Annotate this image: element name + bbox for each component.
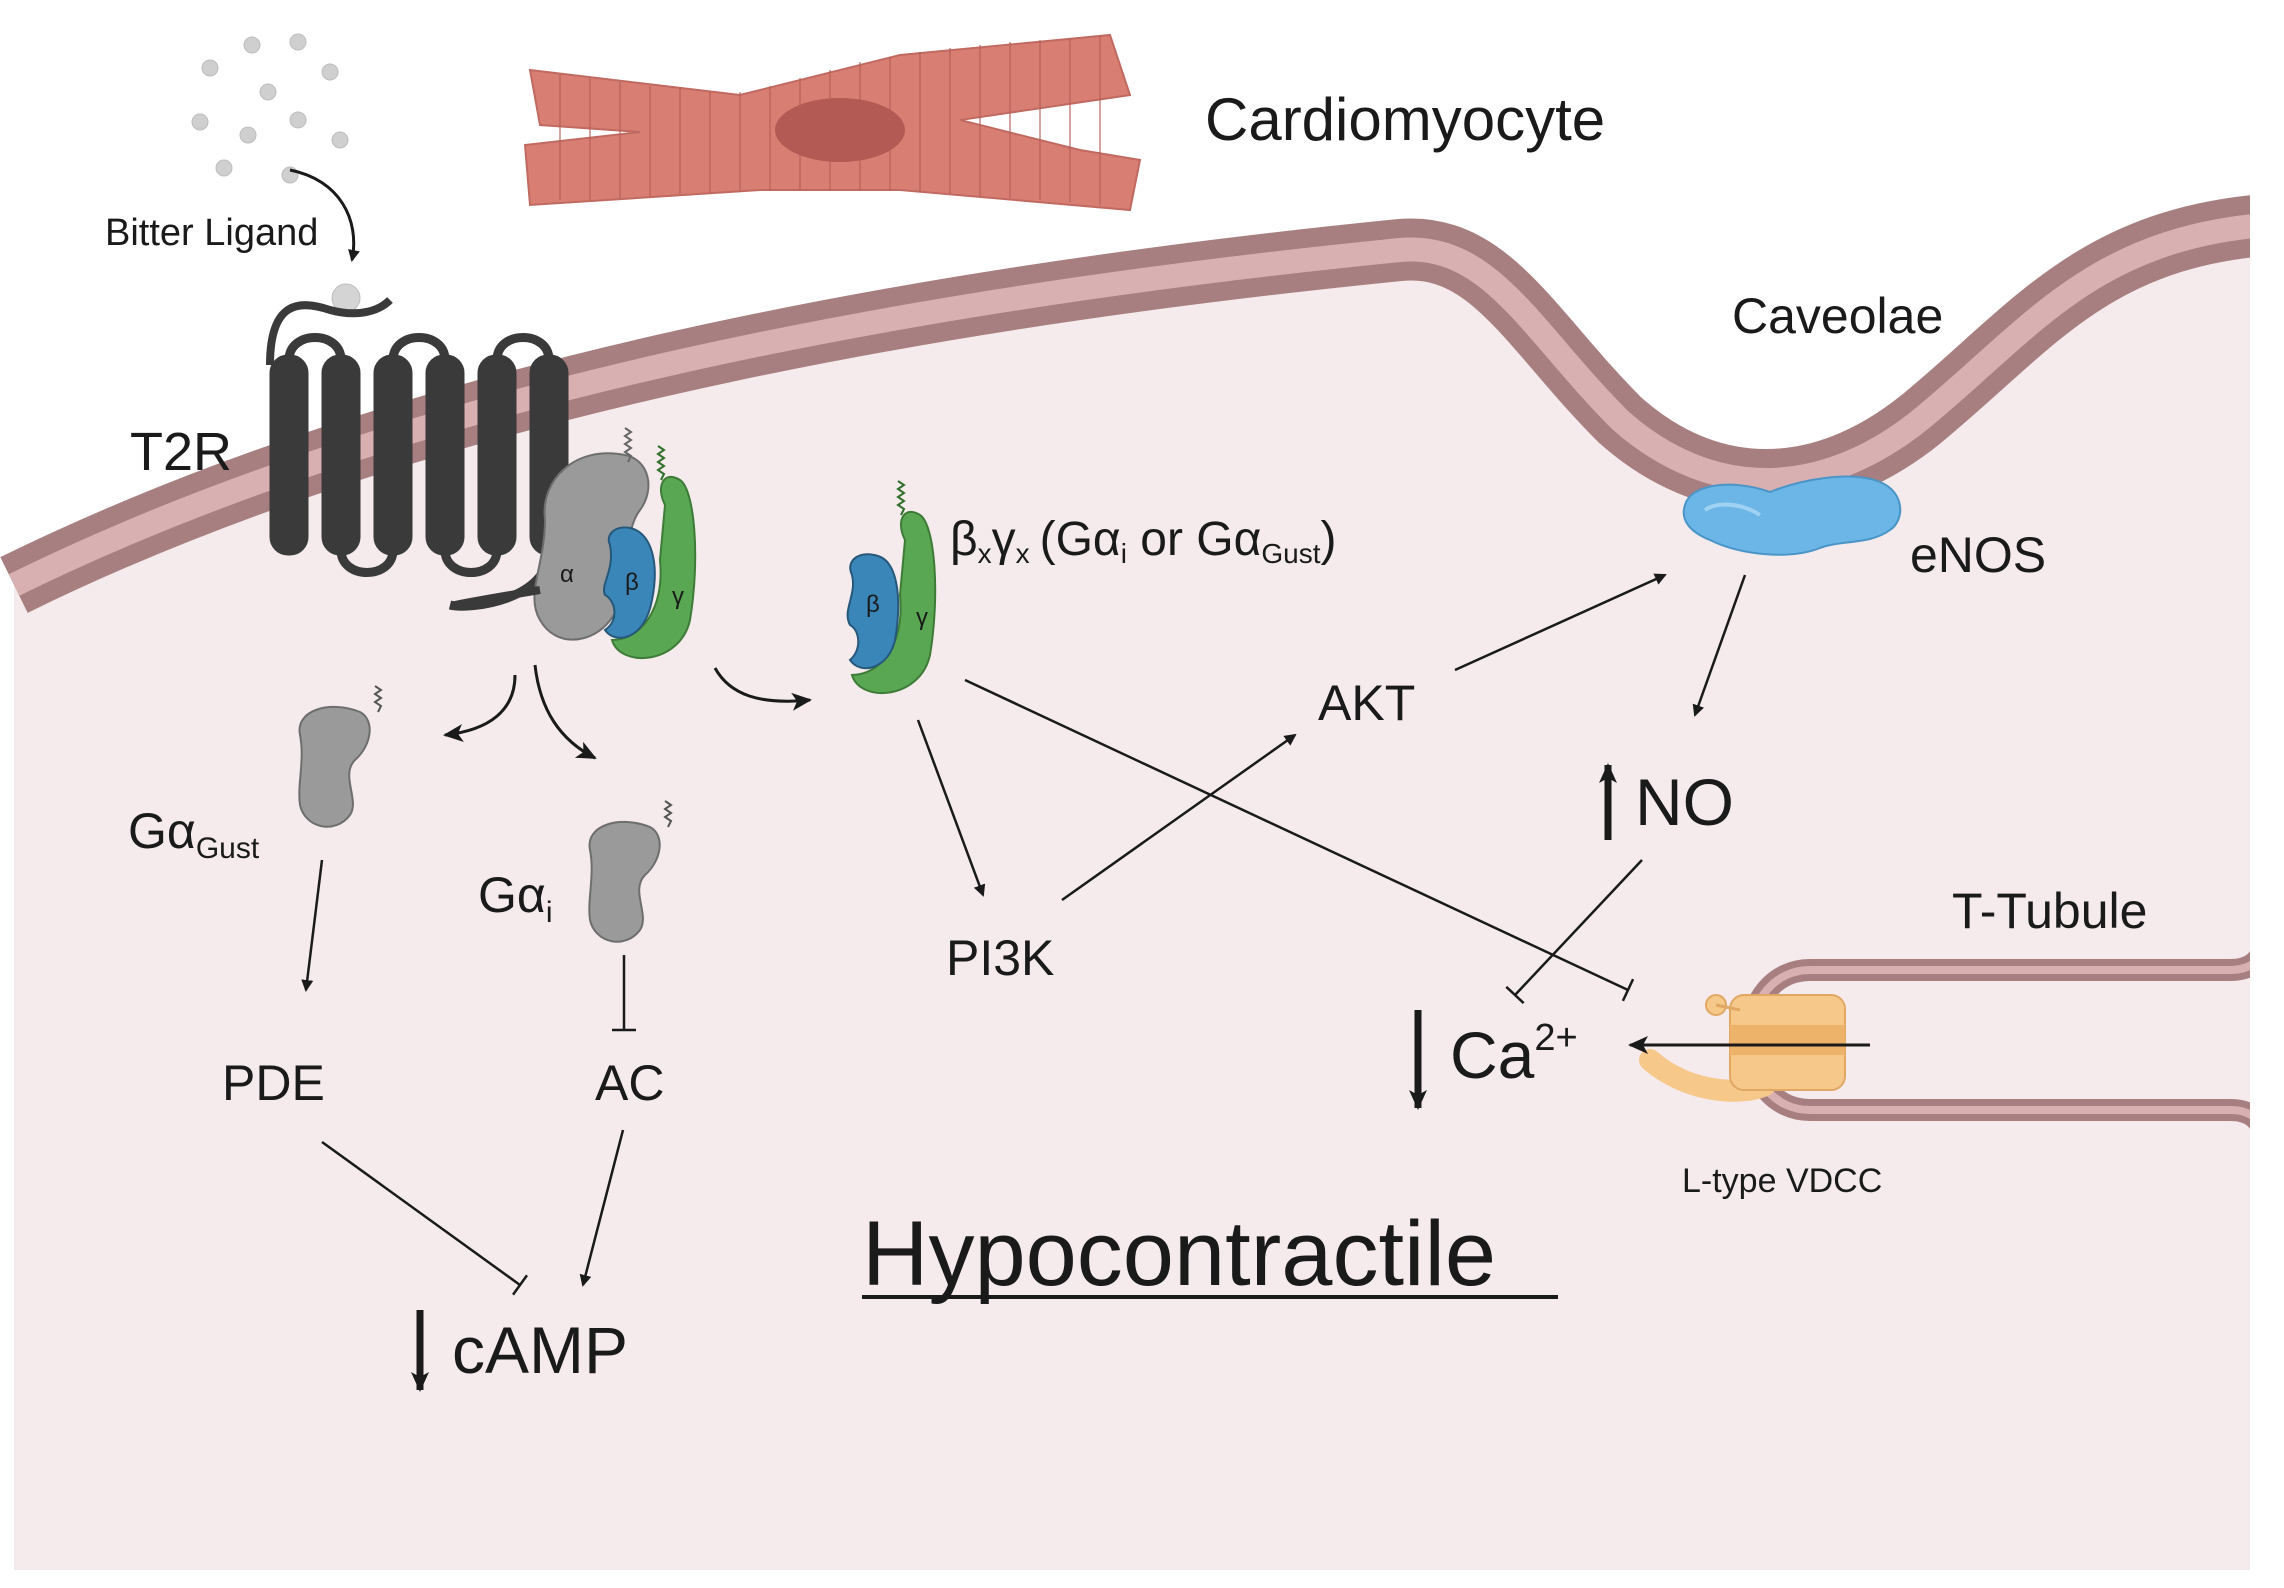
ga-gust-label: GαGust — [128, 803, 260, 865]
bitter-ligand-label: Bitter Ligand — [105, 212, 318, 254]
g-protein-heterotrimer: α β γ — [454, 427, 697, 660]
ac-label: AC — [595, 1055, 664, 1111]
arrow-akt-to-enos — [1454, 573, 1667, 672]
t-tubule-label: T-Tubule — [1952, 883, 2147, 939]
ligand-arrow — [289, 168, 360, 262]
nucleus — [775, 98, 905, 162]
inhibit-pde-to-camp — [321, 1140, 529, 1296]
l-type-vdcc-channel — [1639, 994, 1846, 1102]
gamma-symbol: γ — [672, 583, 684, 610]
caveolae-label: Caveolae — [1732, 288, 1943, 344]
g-alpha-i-protein — [588, 800, 673, 943]
bitter-ligand-particles — [191, 33, 361, 313]
g-alpha-gust-protein — [298, 685, 383, 828]
akt-label: AKT — [1318, 675, 1415, 731]
beta-gamma-dimer: β γ — [846, 480, 937, 695]
alpha-symbol: α — [560, 561, 574, 588]
camp-label: cAMP — [452, 1313, 628, 1387]
arrow-to-gagust — [443, 674, 517, 742]
beta-gamma-label: βxγx(Gαi or GαGust) — [950, 513, 1336, 569]
arrow-to-gai — [533, 664, 597, 760]
t-tubule-lumen-cover — [2250, 0, 2284, 1588]
no-label: NO — [1635, 765, 1734, 839]
arrow-enos-to-no — [1692, 574, 1747, 717]
enos-protein — [1682, 475, 1902, 556]
inhibit-no-to-ca — [1505, 859, 1643, 1005]
pde-label: PDE — [222, 1055, 325, 1111]
arrow-to-betagamma — [713, 667, 812, 711]
arrow-betagamma-to-pi3k — [916, 719, 986, 897]
inhibit-betagamma-to-vdcc — [964, 678, 1635, 1002]
arrow-pi3k-to-akt — [1061, 733, 1297, 902]
cardiomyocyte-label: Cardiomyocyte — [1205, 86, 1605, 153]
arrow-ac-to-camp — [579, 1129, 625, 1287]
beta-symbol: β — [625, 569, 639, 596]
arrow-gagust-to-pde — [301, 859, 324, 992]
pi3k-label: PI3K — [946, 930, 1054, 986]
enos-label: eNOS — [1910, 527, 2046, 583]
ga-i-label: Gαi — [478, 867, 552, 929]
gamma-symbol-dimer: γ — [916, 604, 928, 631]
hypocontractile-label: Hypocontractile — [862, 1203, 1496, 1305]
g-beta-subunit — [602, 526, 656, 639]
cardiomyocyte-icon — [523, 33, 1142, 212]
ca-label: Ca2+ — [1450, 1017, 1578, 1092]
beta-symbol-dimer: β — [866, 591, 880, 618]
t2r-label: T2R — [130, 422, 232, 482]
l-type-vdcc-label: L-type VDCC — [1682, 1162, 1882, 1200]
